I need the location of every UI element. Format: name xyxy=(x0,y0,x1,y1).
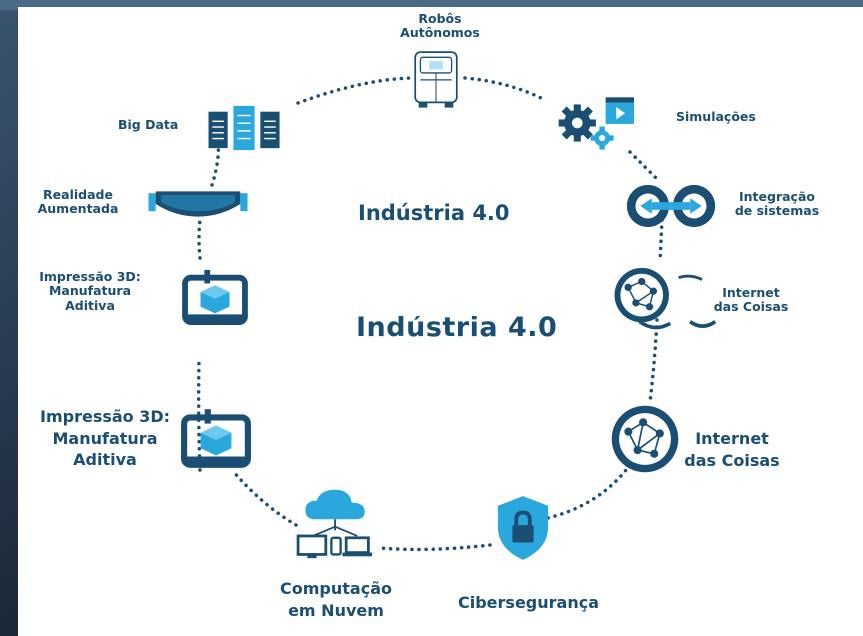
computacao-label-text: Computação em Nuvem xyxy=(280,579,392,620)
node-label-ciberseguranca: Cibersegurança xyxy=(458,592,599,614)
center-title: Indústria 4.0 xyxy=(358,201,510,225)
impressao-large-label-text: Impressão 3D: Manufatura Aditiva xyxy=(40,407,171,470)
node-label-impressao-small: Impressão 3D: Manufatura Aditiva xyxy=(30,269,150,313)
impressao-small-label-text: Impressão 3D: Manufatura Aditiva xyxy=(39,269,141,313)
bigdata-label-text: Big Data xyxy=(118,117,179,132)
cloud-devices-icon xyxy=(296,489,373,559)
ar-headset-icon xyxy=(148,191,248,217)
linked-circles-icon xyxy=(626,184,716,228)
ciberseguranca-label-text: Cibersegurança xyxy=(458,593,599,612)
gears-and-video-icon xyxy=(558,97,634,150)
robos-label-text: Robôs Autônomos xyxy=(400,11,480,41)
strip-arc-fragment-icon xyxy=(638,320,717,330)
duplicate-title-strip: Indústria 4.0 xyxy=(258,316,593,366)
node-label-iot-large: Internet das Coisas xyxy=(682,428,782,471)
realidade-label-text: Realidade Aumentada xyxy=(37,187,119,217)
network-globe-icon xyxy=(611,405,679,473)
node-label-realidade: Realidade Aumentada xyxy=(28,187,128,217)
server-racks-icon xyxy=(208,105,280,151)
duplicate-title-text: Indústria 4.0 xyxy=(356,316,558,343)
node-label-integracao: Integração de sistemas xyxy=(722,189,832,219)
node-label-bigdata: Big Data xyxy=(118,117,179,132)
padlock-shield-icon xyxy=(497,496,549,560)
autonomous-robot-icon xyxy=(414,51,458,108)
node-label-computacao: Computação em Nuvem xyxy=(268,578,404,621)
simulacoes-label-text: Simulações xyxy=(676,109,756,124)
node-label-impressao-large: Impressão 3D: Manufatura Aditiva xyxy=(40,406,170,471)
3d-printer-icon-large xyxy=(181,409,251,468)
iot-small-label-text: Internet das Coisas xyxy=(713,285,789,315)
node-label-iot-small: Internet das Coisas xyxy=(706,285,796,315)
node-label-simulacoes: Simulações xyxy=(676,109,756,124)
integracao-label-text: Integração de sistemas xyxy=(734,189,820,219)
iot-large-label-text: Internet das Coisas xyxy=(684,429,780,470)
3d-printer-icon xyxy=(182,269,248,326)
node-label-robos: Robôs Autônomos xyxy=(400,11,480,41)
network-globe-icon-small xyxy=(614,267,703,323)
center-title-text: Indústria 4.0 xyxy=(358,201,510,225)
